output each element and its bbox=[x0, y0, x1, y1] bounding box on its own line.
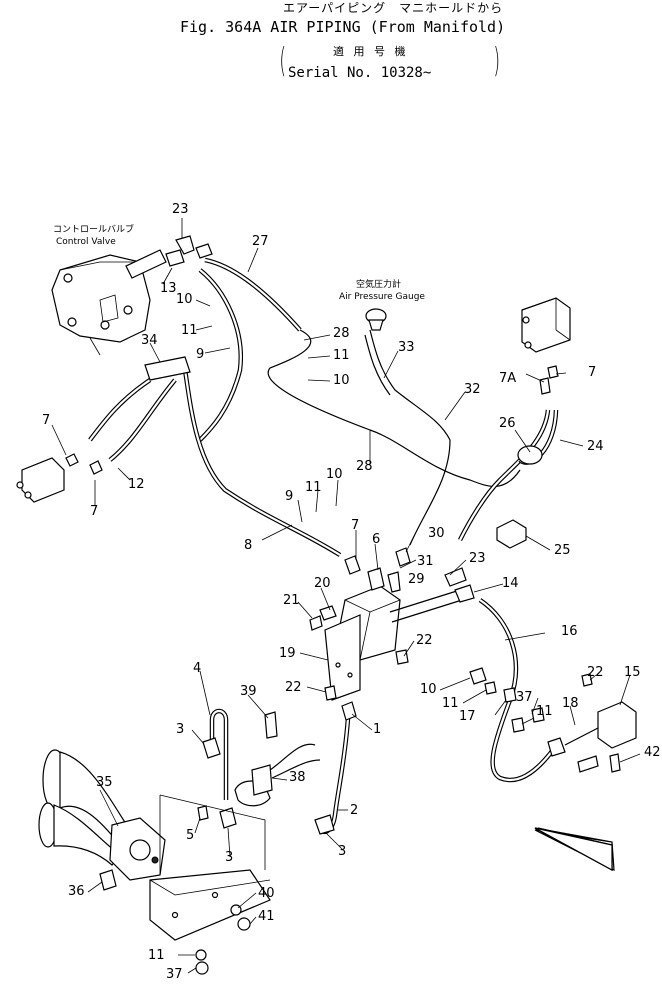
callout-27: 27 bbox=[252, 234, 269, 249]
paren-left: ( bbox=[279, 41, 286, 81]
callout-6: 6 bbox=[372, 532, 381, 547]
callout-14: 14 bbox=[502, 576, 519, 591]
callout-3: 3 bbox=[225, 850, 234, 865]
callout-17: 17 bbox=[459, 709, 476, 724]
callout-10: 10 bbox=[420, 682, 437, 697]
callout-2: 2 bbox=[350, 803, 359, 818]
callout-11: 11 bbox=[305, 480, 322, 495]
callout-19: 19 bbox=[279, 646, 296, 661]
callout-11: 11 bbox=[148, 948, 165, 963]
callout-32: 32 bbox=[464, 382, 481, 397]
elbow-23-top bbox=[165, 235, 213, 267]
callout-41: 41 bbox=[258, 909, 275, 924]
callout-25: 25 bbox=[554, 543, 571, 558]
control-valve-label-en: Control Valve bbox=[56, 237, 116, 247]
callout-7A: 7A bbox=[499, 371, 517, 386]
callout-21: 21 bbox=[283, 593, 300, 608]
callout-40: 40 bbox=[258, 886, 275, 901]
callout-20: 20 bbox=[314, 576, 331, 591]
callout-37: 37 bbox=[516, 690, 533, 705]
callout-22: 22 bbox=[587, 665, 604, 680]
callout-13: 13 bbox=[160, 281, 177, 296]
callout-31: 31 bbox=[417, 554, 434, 569]
callout-38: 38 bbox=[289, 770, 306, 785]
callout-10: 10 bbox=[333, 373, 350, 388]
air-gauge-label-en: Air Pressure Gauge bbox=[339, 292, 425, 302]
right-valve-part bbox=[521, 297, 571, 353]
callout-30: 30 bbox=[428, 526, 445, 541]
callout-39: 39 bbox=[240, 684, 257, 699]
callout-10: 10 bbox=[326, 467, 343, 482]
control-valve-part bbox=[51, 249, 167, 343]
callout-42: 42 bbox=[644, 745, 661, 760]
figure-title: Fig. 364A AIR PIPING (From Manifold) bbox=[180, 18, 506, 36]
callout-11: 11 bbox=[333, 348, 350, 363]
callout-7: 7 bbox=[42, 413, 51, 428]
connector-25-part bbox=[496, 519, 527, 549]
callout-23: 23 bbox=[172, 202, 189, 217]
callout-22: 22 bbox=[416, 633, 433, 648]
callout-11: 11 bbox=[181, 323, 198, 338]
callout-36: 36 bbox=[68, 884, 85, 899]
callout-7: 7 bbox=[351, 518, 360, 533]
callout-7: 7 bbox=[90, 504, 99, 519]
callout-33: 33 bbox=[398, 340, 415, 355]
callout-16: 16 bbox=[561, 624, 578, 639]
leader-lines bbox=[51, 218, 641, 974]
callout-22: 22 bbox=[285, 680, 302, 695]
callout-9: 9 bbox=[285, 489, 294, 504]
callout-12: 12 bbox=[128, 477, 145, 492]
manifold-block-19-part bbox=[324, 585, 401, 701]
bracket-plate-part bbox=[149, 869, 271, 941]
air-gauge-label-jp: 空気圧力計 bbox=[356, 280, 402, 290]
callout-9: 9 bbox=[196, 347, 205, 362]
callout-10: 10 bbox=[176, 292, 193, 307]
callout-28: 28 bbox=[333, 326, 350, 341]
serial-number: Serial No. 10328~ bbox=[288, 65, 432, 81]
callout-11: 11 bbox=[442, 696, 459, 711]
callout-1: 1 bbox=[373, 722, 382, 737]
callout-3: 3 bbox=[338, 844, 347, 859]
callout-4: 4 bbox=[193, 661, 202, 676]
callout-29: 29 bbox=[408, 572, 425, 587]
title-japanese: エアーパイピング マニホールドから bbox=[283, 1, 504, 15]
clamp-34-part bbox=[144, 356, 191, 381]
callout-7: 7 bbox=[588, 365, 597, 380]
callout-18: 18 bbox=[562, 696, 579, 711]
valve-15-part bbox=[597, 701, 637, 749]
callout-15: 15 bbox=[624, 665, 641, 680]
callout-24: 24 bbox=[587, 439, 604, 454]
callout-5: 5 bbox=[186, 828, 195, 843]
callout-28: 28 bbox=[356, 459, 373, 474]
callout-11: 11 bbox=[536, 704, 553, 719]
callout-3: 3 bbox=[176, 722, 185, 737]
left-valve-part bbox=[16, 457, 65, 503]
callout-34: 34 bbox=[141, 333, 158, 348]
control-valve-label-jp: コントロールバルブ bbox=[53, 225, 135, 235]
callout-26: 26 bbox=[499, 416, 516, 431]
callout-23: 23 bbox=[469, 551, 486, 566]
callout-8: 8 bbox=[244, 538, 253, 553]
horn-35-part bbox=[38, 749, 166, 881]
paren-right: ) bbox=[493, 41, 500, 81]
applicability-label: 適 用 号 機 bbox=[333, 45, 409, 58]
callout-37: 37 bbox=[166, 967, 183, 982]
callout-35: 35 bbox=[96, 775, 113, 790]
